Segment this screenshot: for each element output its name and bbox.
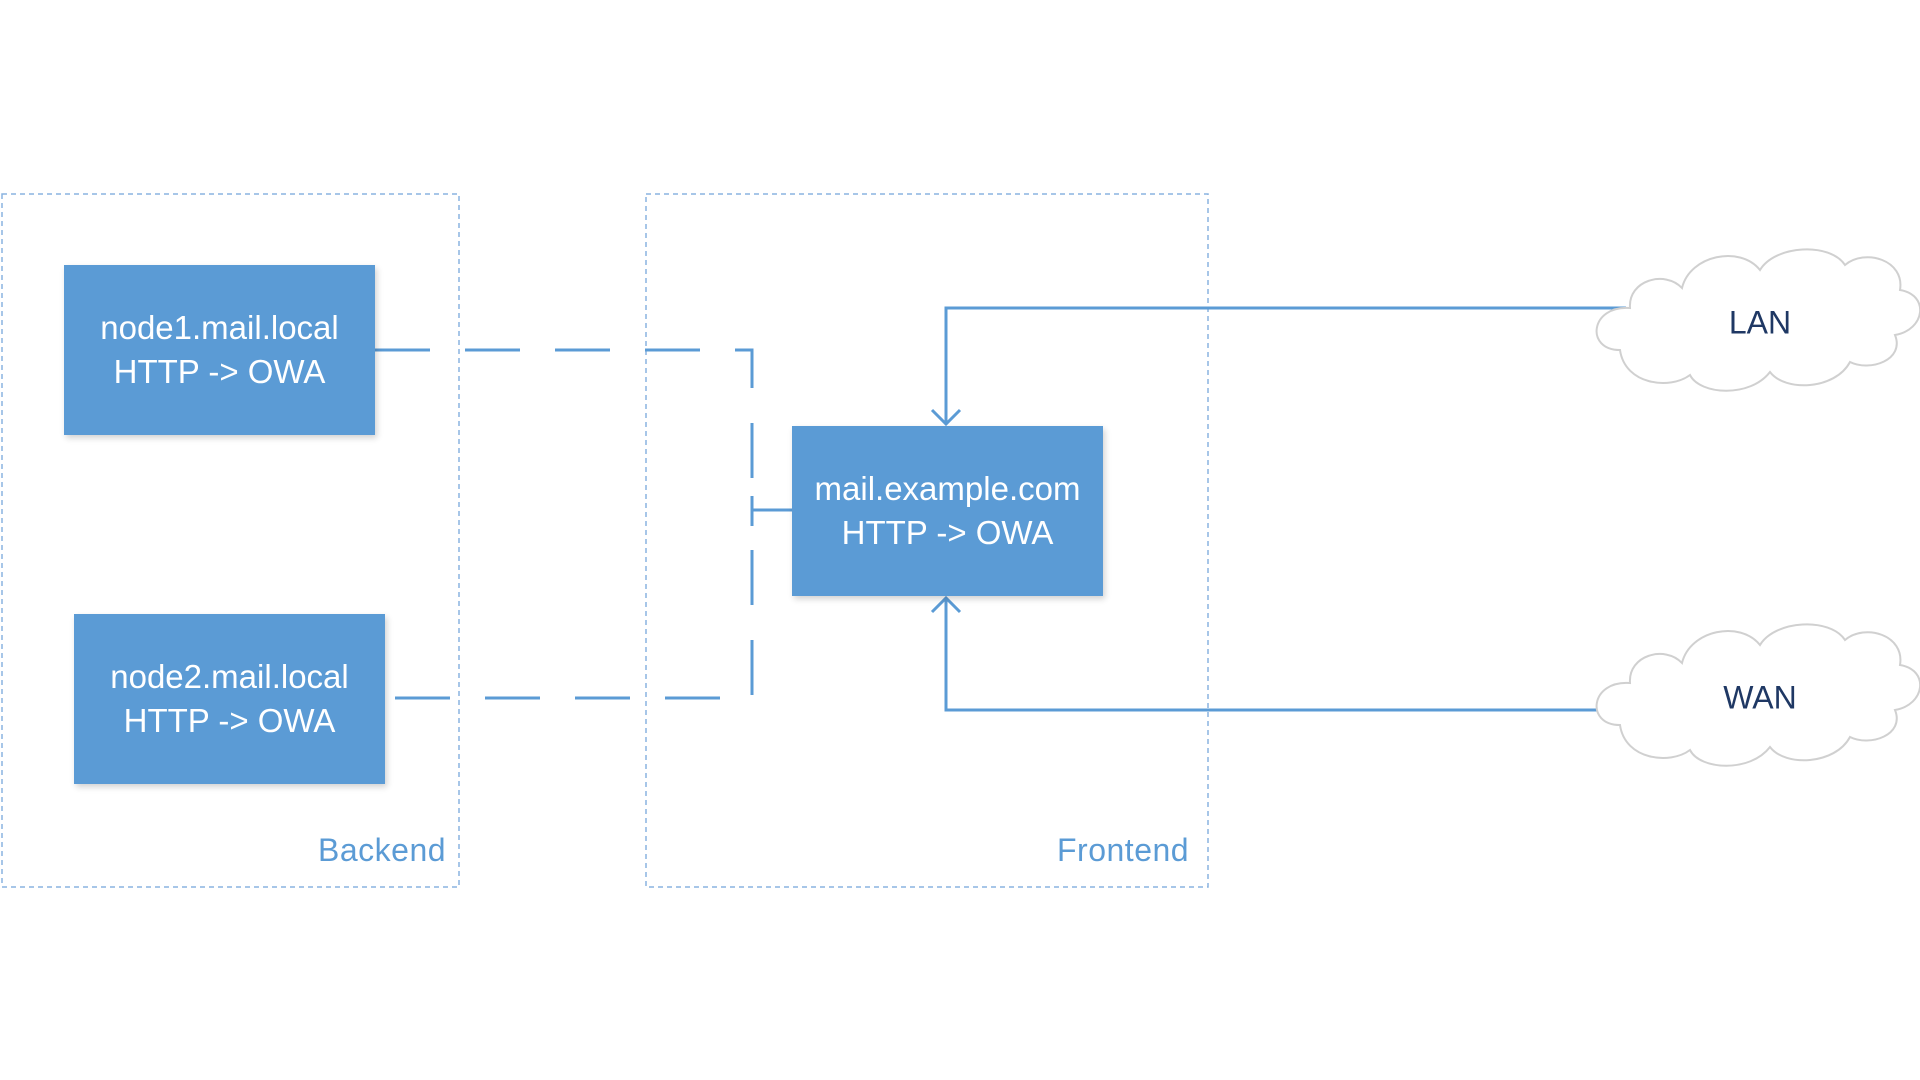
backend-group-border: [1, 193, 460, 888]
lan-arrowhead: [930, 408, 962, 427]
node2-connector: [395, 510, 754, 700]
node1-hostname: node1.mail.local: [100, 309, 339, 346]
frontend-server-box: mail.example.com HTTP -> OWA: [792, 426, 1103, 596]
wan-connector: [944, 598, 1606, 712]
frontend-hostname: mail.example.com: [814, 470, 1081, 507]
wan-cloud-label: WAN: [1723, 679, 1797, 716]
wan-arrowhead: [930, 595, 962, 614]
lan-connector: [944, 306, 1626, 424]
node2-server-box: node2.mail.local HTTP -> OWA: [74, 614, 385, 784]
frontend-group-border: [645, 193, 1209, 888]
lan-cloud-shape: [1595, 248, 1920, 392]
frontend-service: HTTP -> OWA: [841, 514, 1054, 551]
node2-service: HTTP -> OWA: [123, 702, 336, 739]
node1-service: HTTP -> OWA: [113, 353, 326, 390]
backend-group-label: Backend: [318, 832, 447, 868]
wan-cloud-shape: [1595, 623, 1920, 767]
node1-connector: [375, 348, 754, 510]
node2-hostname: node2.mail.local: [110, 658, 349, 695]
node1-server-box: node1.mail.local HTTP -> OWA: [64, 265, 375, 435]
lan-cloud-label: LAN: [1728, 304, 1792, 341]
frontend-group-label: Frontend: [1057, 832, 1190, 868]
